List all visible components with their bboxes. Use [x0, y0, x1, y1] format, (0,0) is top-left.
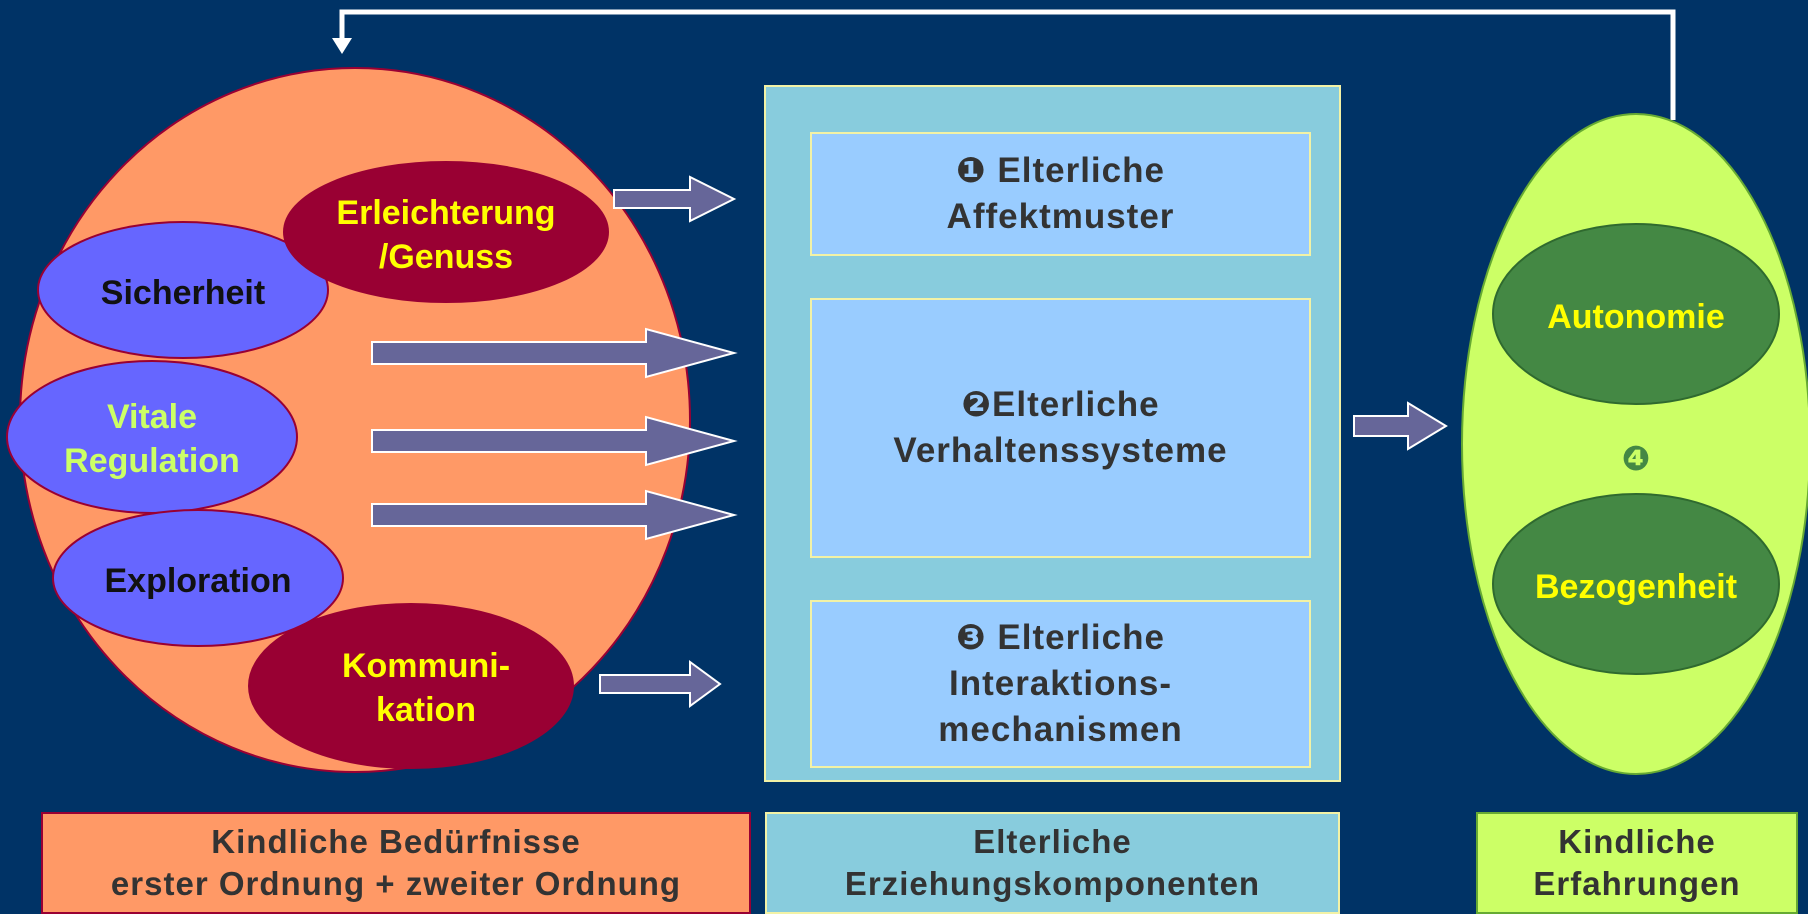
component-affektmuster: ❶ Elterliche Affektmuster [810, 132, 1311, 256]
component-affektmuster-line2: Affektmuster [946, 197, 1175, 236]
component-interaktionsmechanismen-line3: mechanismen [938, 710, 1183, 749]
component-verhaltenssysteme: ❷Elterliche Verhaltenssysteme [810, 298, 1311, 558]
footer-experiences-line1: Kindliche [1558, 823, 1716, 860]
footer-needs-label: Kindliche Bedürfnisse erster Ordnung + z… [41, 812, 751, 914]
footer-components-line2: Erziehungskomponenten [844, 865, 1261, 902]
component-affektmuster-line1: ❶ Elterliche [956, 151, 1165, 190]
component-verhaltenssysteme-line2: Verhaltenssysteme [893, 431, 1228, 470]
need-erleichterung-label-line2: /Genuss [379, 238, 513, 276]
component-interaktionsmechanismen-line1: ❸ Elterliche [956, 618, 1165, 657]
need-sicherheit-label: Sicherheit [101, 274, 265, 312]
arrow-kommunikation-to-interaktion [599, 660, 722, 708]
need-kommunikation-label-line1: Kommuni- [342, 647, 510, 685]
footer-needs-line1: Kindliche Bedürfnisse [211, 823, 581, 860]
component-interaktionsmechanismen-line2: Interaktions- [948, 664, 1173, 703]
need-erleichterung-label-line1: Erleichterung [336, 194, 555, 232]
need-vitale-label-line2: Regulation [64, 442, 240, 480]
need-exploration-label: Exploration [104, 562, 291, 600]
feedback-loop-arrowhead [332, 38, 352, 54]
need-vitale-regulation: Vitale Regulation [6, 360, 298, 514]
arrow-exploration-to-verhalten [371, 489, 738, 541]
component-verhaltenssysteme-line1: ❷Elterliche [961, 385, 1160, 424]
need-exploration: Exploration [52, 509, 344, 647]
experience-marker: ❹ [1622, 440, 1651, 478]
footer-experiences-line2: Erfahrungen [1533, 865, 1741, 902]
need-kommunikation: Kommuni- kation [248, 603, 574, 769]
arrow-sicherheit-to-verhalten [371, 327, 738, 379]
experience-autonomie-label: Autonomie [1547, 298, 1725, 336]
arrow-erleichterung-to-affekt [613, 175, 737, 223]
need-kommunikation-label-line2: kation [376, 691, 476, 729]
footer-components-label: Elterliche Erziehungskomponenten [765, 812, 1340, 914]
experience-bezogenheit-label: Bezogenheit [1535, 568, 1737, 606]
feedback-loop-line [339, 9, 1676, 120]
need-sicherheit: Sicherheit [37, 221, 329, 359]
component-interaktionsmechanismen: ❸ Elterliche Interaktions- mechanismen [810, 600, 1311, 768]
experience-bezogenheit: Bezogenheit [1492, 493, 1780, 675]
experience-autonomie: Autonomie [1492, 223, 1780, 405]
arrow-vitale-to-verhalten [371, 415, 738, 467]
footer-components-line1: Elterliche [973, 823, 1132, 860]
need-erleichterung: Erleichterung /Genuss [283, 161, 609, 303]
footer-needs-line2: erster Ordnung + zweiter Ordnung [110, 865, 682, 902]
arrow-components-to-experiences [1353, 401, 1448, 451]
need-vitale-label-line1: Vitale [107, 398, 197, 436]
footer-experiences-label: Kindliche Erfahrungen [1476, 812, 1798, 914]
